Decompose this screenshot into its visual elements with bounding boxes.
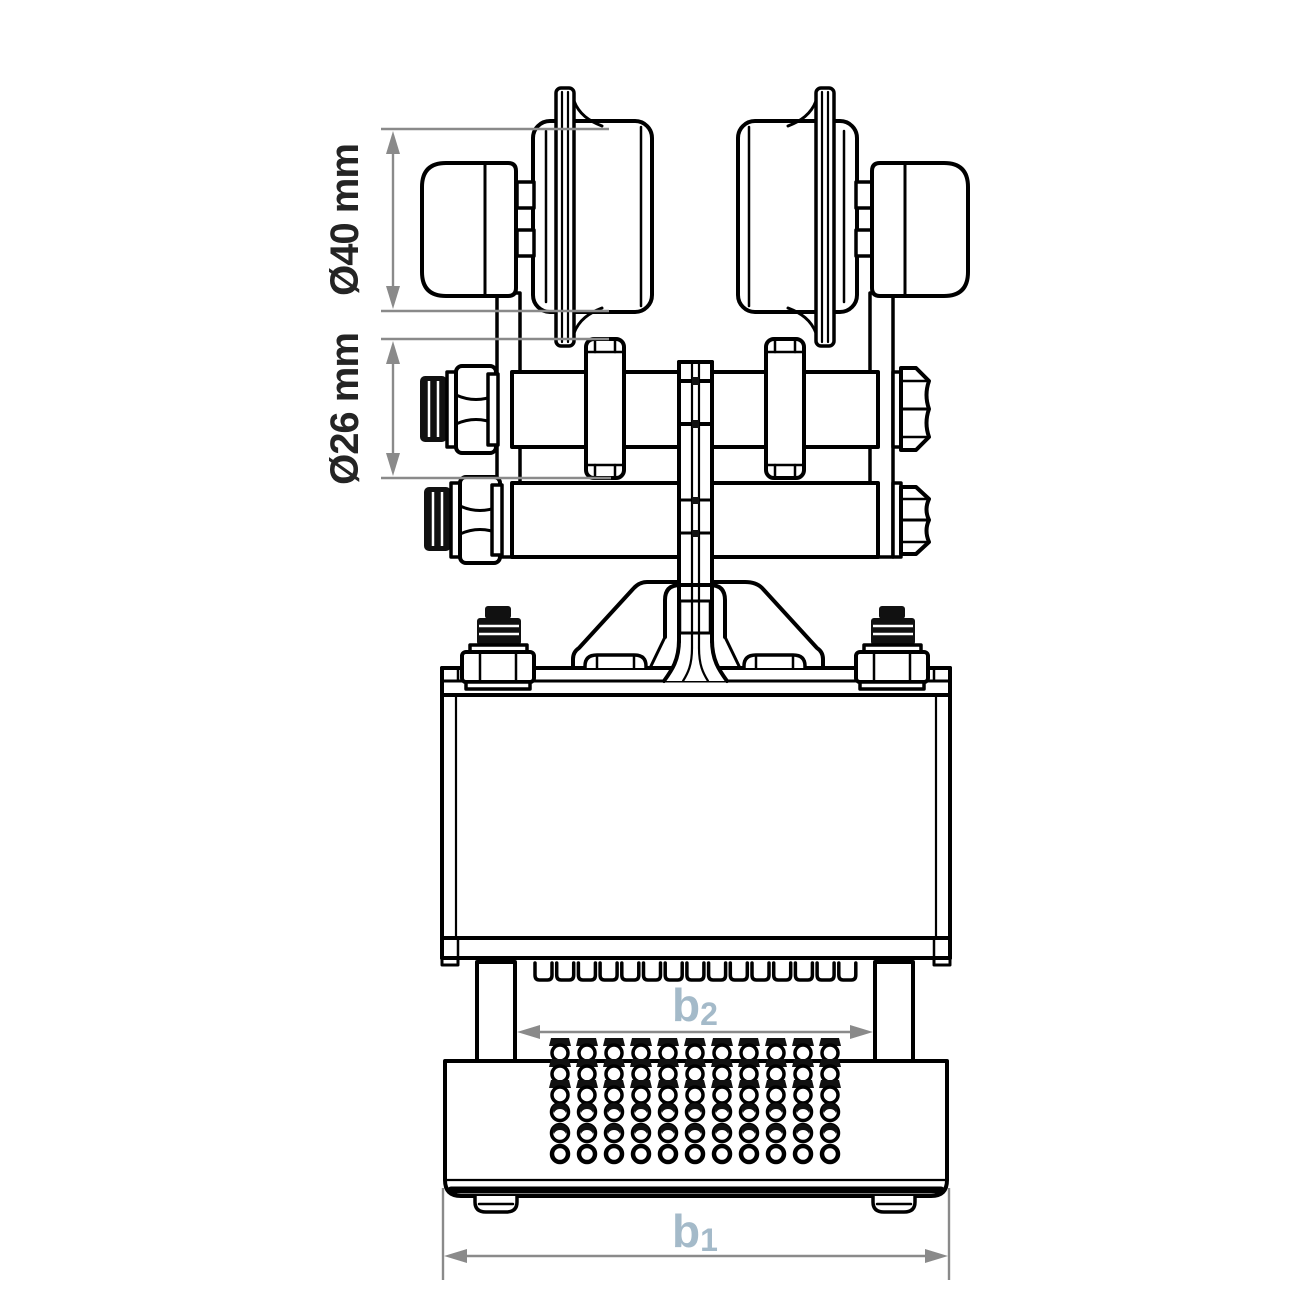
wheel-flange-right (786, 86, 836, 348)
dimension-b2: b2 (517, 979, 873, 1039)
dia26-label: Ø26 mm (323, 333, 367, 485)
axle-nut-upper-left (420, 364, 500, 455)
dia40-label: Ø40 mm (323, 144, 367, 296)
wheel-hub-right (854, 180, 875, 258)
stud-grid (549, 1038, 841, 1165)
base-plate (443, 1038, 949, 1214)
mounting-bolt-right (854, 606, 930, 691)
bracket-tab-left (583, 653, 648, 670)
guide-roller-left (584, 337, 626, 480)
wheel-right (736, 86, 875, 348)
bracket-collar (649, 583, 741, 668)
clamp-box (440, 666, 952, 967)
support-leg-left (475, 960, 517, 1064)
serrated-strip (533, 961, 858, 982)
dimension-dia40: Ø40 mm (323, 127, 609, 313)
bumper-left (420, 161, 518, 298)
axle-nut-lower-left (424, 475, 504, 565)
dimension-dia26: Ø26 mm (323, 333, 611, 485)
axle-bolt-head-lower-right (891, 481, 931, 559)
b1-label: b1 (672, 1205, 718, 1258)
base-plate-foot-left (473, 1196, 519, 1214)
axle-bolt-head-upper-right (891, 366, 931, 452)
b2-label: b2 (672, 979, 718, 1032)
dimension-b1: b1 (441, 1188, 951, 1280)
mounting-bolt-left (460, 606, 536, 691)
wheel-flange-left (554, 86, 604, 348)
wheel-left (515, 86, 654, 348)
base-plate-foot-right (871, 1196, 917, 1214)
guide-roller-right (764, 337, 806, 480)
support-leg-right (873, 960, 915, 1064)
bracket-tab-right (742, 653, 807, 670)
bumper-right (870, 161, 970, 298)
